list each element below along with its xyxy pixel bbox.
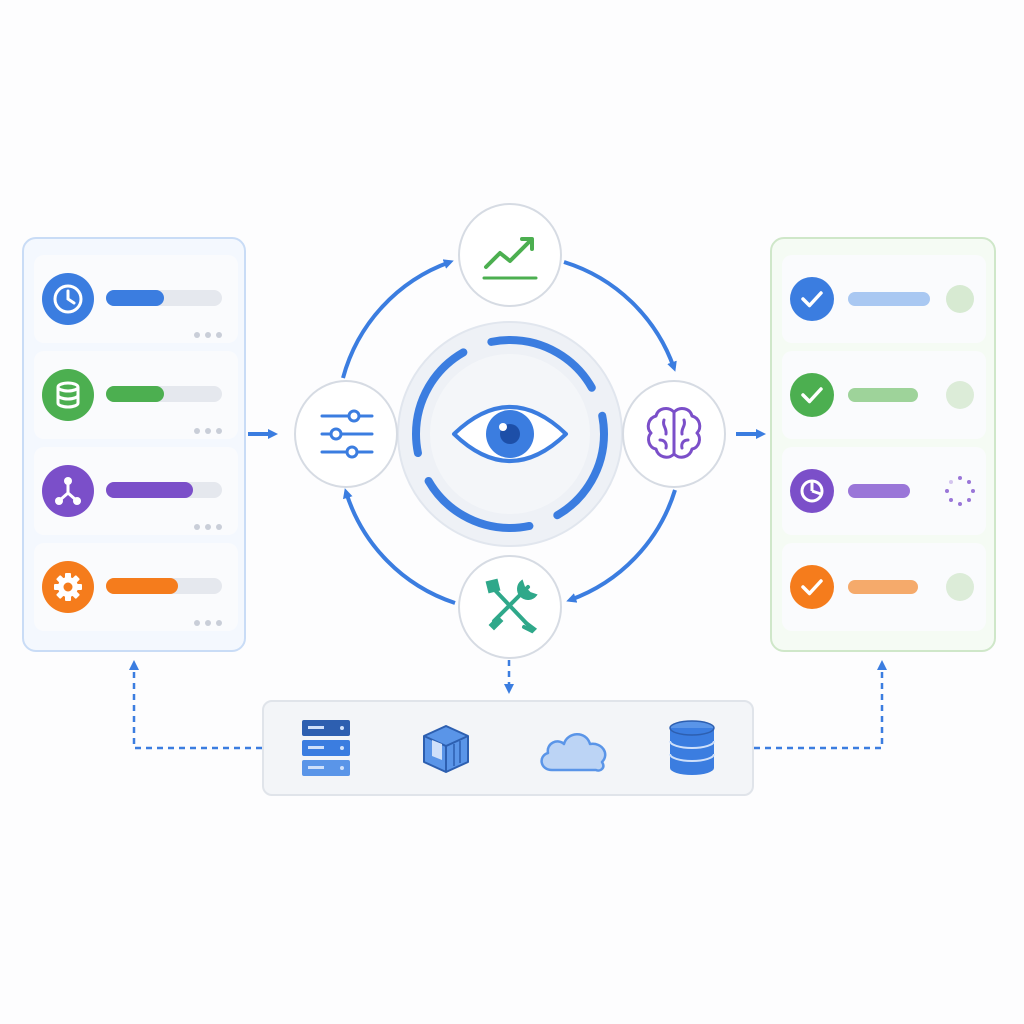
input-card-clock [34,255,238,343]
gear-icon [42,561,94,613]
dashed-infra-to-output [754,660,887,750]
status-bar [848,388,918,402]
database-icon [42,369,94,421]
status-bar [848,484,910,498]
central-hub [397,321,623,547]
more-options-icon[interactable] [194,515,230,530]
progress-fill [106,386,164,402]
progress-fill [106,290,164,306]
check-icon [790,373,834,417]
sliders-icon [320,409,374,459]
output-panel [770,237,996,652]
progress-fill [106,482,193,498]
output-card-2 [782,351,986,439]
more-options-icon[interactable] [194,323,230,338]
input-card-gear [34,543,238,631]
dashed-infra-to-input [129,660,262,750]
check-icon [790,277,834,321]
tools-node[interactable] [458,555,562,659]
intelligence-node[interactable] [622,380,726,488]
progress-bar [106,290,222,306]
tools-icon [485,578,538,634]
container-box-icon [423,725,469,773]
progress-fill [106,578,178,594]
eye-icon [452,405,568,463]
clock-icon [42,273,94,325]
status-bar [848,292,930,306]
pie-chart-icon [790,469,834,513]
status-dot [946,285,974,313]
cycle-arrow-top-to-right [563,260,677,372]
more-options-icon[interactable] [194,419,230,434]
progress-bar [106,386,222,402]
network-node-icon [42,465,94,517]
trending-up-chart-icon [482,237,538,280]
status-bar [848,580,918,594]
brain-icon [646,407,702,459]
input-panel [22,237,246,652]
database-stack-icon [669,720,715,775]
loading-spinner-icon [945,476,975,506]
check-icon [790,565,834,609]
output-card-1 [782,255,986,343]
output-card-4 [782,543,986,631]
cloud-icon [540,733,607,772]
more-options-icon[interactable] [194,611,230,626]
progress-bar [106,482,222,498]
status-dot [946,381,974,409]
settings-node[interactable] [294,380,398,488]
progress-bar [106,578,222,594]
output-card-3 [782,447,986,535]
input-card-network [34,447,238,535]
analytics-node[interactable] [458,203,562,307]
infrastructure-bar [262,700,754,796]
server-rack-icon [302,720,350,776]
input-card-database [34,351,238,439]
status-dot [946,573,974,601]
cycle-arrow-bottom-to-left [343,488,456,605]
cycle-arrow-left-to-top [341,259,454,379]
cycle-arrow-right-to-bottom [566,489,677,603]
